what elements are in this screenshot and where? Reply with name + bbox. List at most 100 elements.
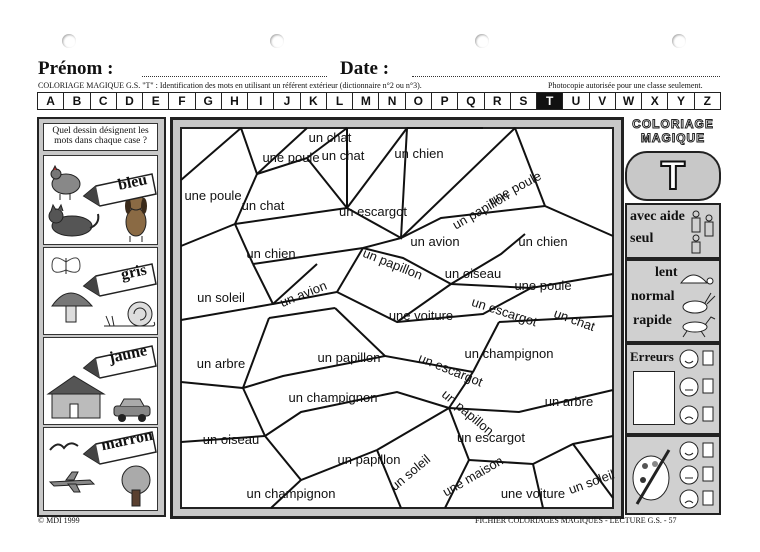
speed-slow[interactable]: lent <box>655 265 678 280</box>
puzzle-word: un papillon <box>338 452 401 467</box>
punch-hole <box>62 34 76 48</box>
letter-cell-o: O <box>406 93 432 109</box>
region-borders <box>180 127 614 509</box>
sad-face-icon <box>679 405 714 425</box>
house-icon <box>46 375 106 419</box>
tree-icon <box>121 465 151 507</box>
puzzle-word: une poule <box>262 150 319 165</box>
faces-column <box>679 349 714 425</box>
puzzle-word: un chat <box>309 130 352 145</box>
prenom-label: Prénom : <box>38 58 114 79</box>
letter-cell-j: J <box>274 93 301 109</box>
prenom-field[interactable] <box>142 76 327 77</box>
errors-label: Erreurs <box>630 349 674 364</box>
help-option-alone[interactable]: seul <box>630 231 654 246</box>
speed-box: lent normal rapide <box>625 259 721 343</box>
letter-cell-b: B <box>64 93 91 109</box>
pencil-icon <box>82 173 157 207</box>
puzzle-word: un papillon <box>318 350 381 365</box>
puzzle-word: un arbre <box>545 394 593 409</box>
plane-icon <box>48 471 96 493</box>
errors-box: Erreurs <box>625 343 721 435</box>
right-panel: COLORIAGE MAGIQUE T avec aide seul lent … <box>625 117 721 515</box>
letter-cell-s: S <box>511 93 538 109</box>
puzzle-word: un oiseau <box>203 432 259 447</box>
puzzle-word: un oiseau <box>445 266 501 281</box>
letter-cell-x: X <box>642 93 669 109</box>
people-icon <box>691 210 714 254</box>
butterfly-icon <box>51 257 81 274</box>
puzzle-word: un avion <box>410 234 459 249</box>
pencil-icon <box>82 431 157 465</box>
date-field[interactable] <box>412 76 720 77</box>
subtitle: COLORIAGE MAGIQUE G.S. "T" : Identificat… <box>38 81 422 90</box>
legend-box-bleu: bleu <box>43 155 158 245</box>
chicken-icon <box>50 164 81 200</box>
pencil-icon <box>82 345 157 379</box>
letter-cell-z: Z <box>703 94 711 108</box>
cat-icon <box>48 203 100 237</box>
copyright-note: Photocopie autorisée pour une classe seu… <box>548 81 703 90</box>
puzzle-word: un champignon <box>247 486 336 501</box>
sad-face-icon <box>679 489 714 509</box>
faces-column-2 <box>679 441 714 509</box>
letter-cell-n: N <box>379 93 406 109</box>
happy-face-icon <box>679 441 714 461</box>
letter-cell-r: R <box>485 93 511 109</box>
errors-count-box[interactable] <box>633 371 675 425</box>
puzzle-word: une voiture <box>389 308 453 323</box>
letter-cell-h: H <box>222 93 249 109</box>
mushroom-icon <box>51 292 94 323</box>
letter-cell-f: F <box>169 93 196 109</box>
puzzle-word: un escargot <box>457 430 525 445</box>
legend-box-jaune: jaune <box>43 337 158 425</box>
neutral-face-icon <box>679 377 714 397</box>
title-line-2: MAGIQUE <box>640 131 706 146</box>
dog-icon <box>125 193 147 242</box>
puzzle-word: un soleil <box>197 290 245 305</box>
letter-cell-c: C <box>91 93 117 109</box>
punch-hole <box>475 34 489 48</box>
legend-question: Quel dessin désignent les mots dans chaq… <box>43 123 158 151</box>
pencil-icon <box>82 263 157 297</box>
footer-right: FICHIER COLORIAGES MAGIQUES - LECTURE G.… <box>475 516 677 525</box>
puzzle-word: un champignon <box>289 390 378 405</box>
car-icon <box>113 398 151 422</box>
puzzle-word: un champignon <box>465 346 554 361</box>
legend-box-gris: gris <box>43 247 158 335</box>
letter-cell-q: Q <box>458 93 485 109</box>
puzzle-word: un chat <box>322 148 365 163</box>
date-label: Date : <box>340 58 390 79</box>
title-line-1: COLORIAGE <box>632 117 714 132</box>
palette-icon <box>632 449 671 505</box>
puzzle-word: un chien <box>394 146 443 161</box>
puzzle-word: un arbre <box>197 356 245 371</box>
letter-cell-k: K <box>301 93 327 109</box>
help-box: avec aide seul <box>625 203 721 259</box>
puzzle-word: une poule <box>514 278 571 293</box>
letter-cell-i: I <box>248 93 275 109</box>
letter-cell-v: V <box>590 93 616 109</box>
speed-fast[interactable]: rapide <box>633 313 672 328</box>
legend-marron-drawing <box>48 431 157 507</box>
coloring-eval-box <box>625 435 721 515</box>
happy-face-icon <box>679 349 714 369</box>
turtle-icon <box>679 274 714 285</box>
horse-icon <box>682 316 716 338</box>
speed-normal[interactable]: normal <box>631 289 675 304</box>
letter-cell-l: L <box>327 93 354 109</box>
neutral-face-icon <box>679 465 714 485</box>
puzzle-word: un escargot <box>339 204 407 219</box>
letter-cell-g: G <box>196 93 222 109</box>
puzzle-word: une voiture <box>501 486 565 501</box>
color-legend: Quel dessin désignent les mots dans chaq… <box>37 117 166 517</box>
puzzle-word: un chien <box>246 246 295 261</box>
rabbit-icon <box>682 292 716 314</box>
title-box: COLORIAGE MAGIQUE <box>625 117 721 149</box>
help-option-with[interactable]: avec aide <box>630 209 685 224</box>
puzzle-word: un chien <box>518 234 567 249</box>
